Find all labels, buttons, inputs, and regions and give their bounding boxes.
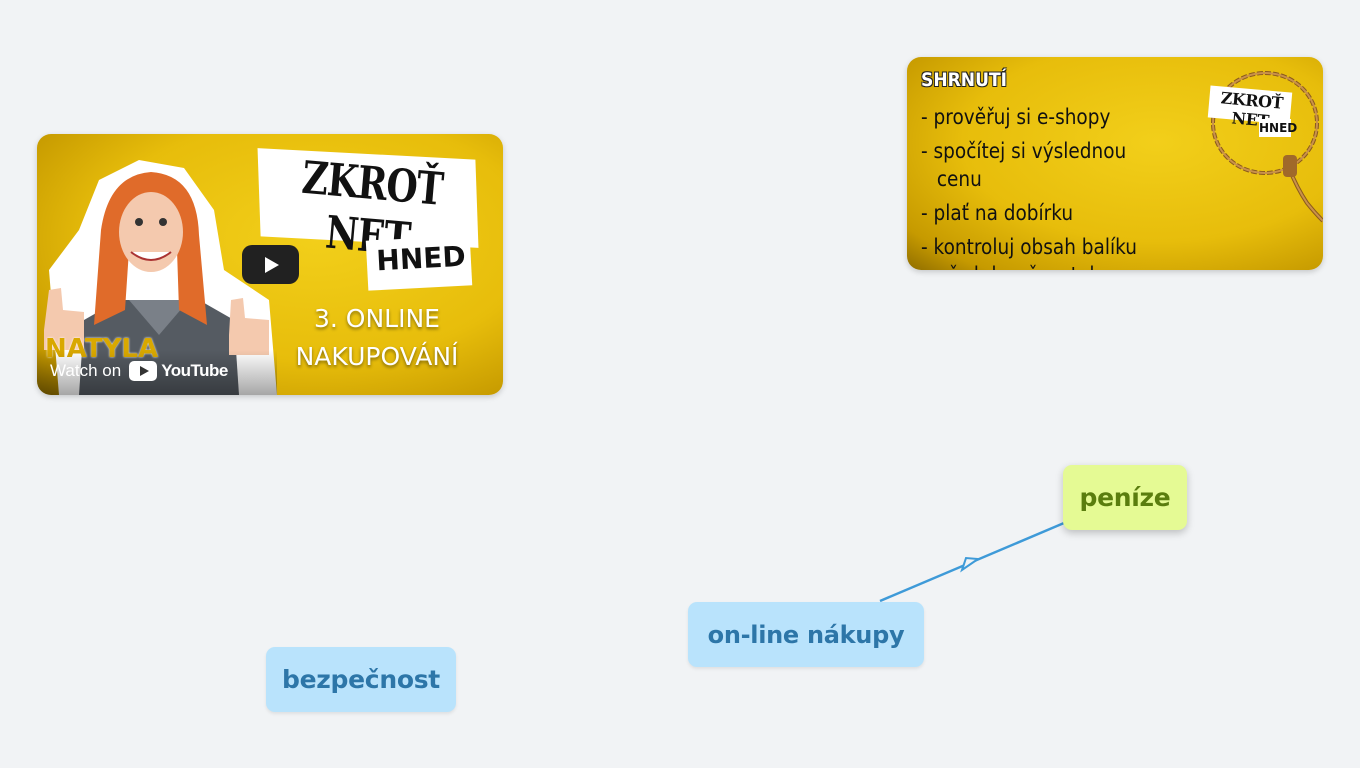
node-security[interactable]: bezpečnost bbox=[266, 647, 456, 712]
youtube-play-icon bbox=[129, 361, 158, 381]
summary-title: SHRNUTÍ bbox=[921, 69, 1008, 91]
summary-image-card[interactable]: SHRNUTÍ prověřuj si e-shopy spočítej si … bbox=[907, 57, 1323, 270]
lasso-rope-icon bbox=[1211, 71, 1323, 223]
episode-line-2: NAKUPOVÁNÍ bbox=[295, 342, 459, 371]
youtube-video-embed[interactable]: NATYLA ZKROŤ NET HNED 3. ONLINE NAKUPOVÁ… bbox=[37, 134, 503, 395]
episode-title: 3. ONLINE NAKUPOVÁNÍ bbox=[293, 300, 461, 376]
youtube-wordmark: YouTube bbox=[161, 361, 228, 380]
node-online-shopping[interactable]: on-line nákupy bbox=[688, 602, 924, 667]
series-subtitle: HNED bbox=[375, 239, 467, 278]
host-photo-illustration bbox=[44, 160, 277, 395]
summary-item: spočítej si výslednou cenu bbox=[921, 137, 1176, 193]
summary-list: prověřuj si e-shopy spočítej si výsledno… bbox=[921, 103, 1211, 270]
logo-subtitle: HNED bbox=[1259, 119, 1298, 137]
host-name: NATYLA bbox=[45, 334, 159, 364]
youtube-logo: YouTube bbox=[129, 361, 228, 381]
watch-on-label: Watch on bbox=[50, 361, 122, 380]
summary-item: kontroluj obsah balíku před doručovatele… bbox=[921, 233, 1176, 270]
episode-line-1: 3. ONLINE bbox=[314, 304, 440, 333]
summary-item: prověřuj si e-shopy bbox=[921, 103, 1176, 131]
summary-item: plať na dobírku bbox=[921, 199, 1176, 227]
watch-on-youtube-link[interactable]: Watch on YouTube bbox=[50, 361, 228, 381]
connector-line bbox=[879, 521, 1065, 603]
play-button[interactable] bbox=[242, 245, 299, 284]
connector-arrowhead bbox=[960, 556, 981, 573]
node-money[interactable]: peníze bbox=[1063, 465, 1187, 530]
